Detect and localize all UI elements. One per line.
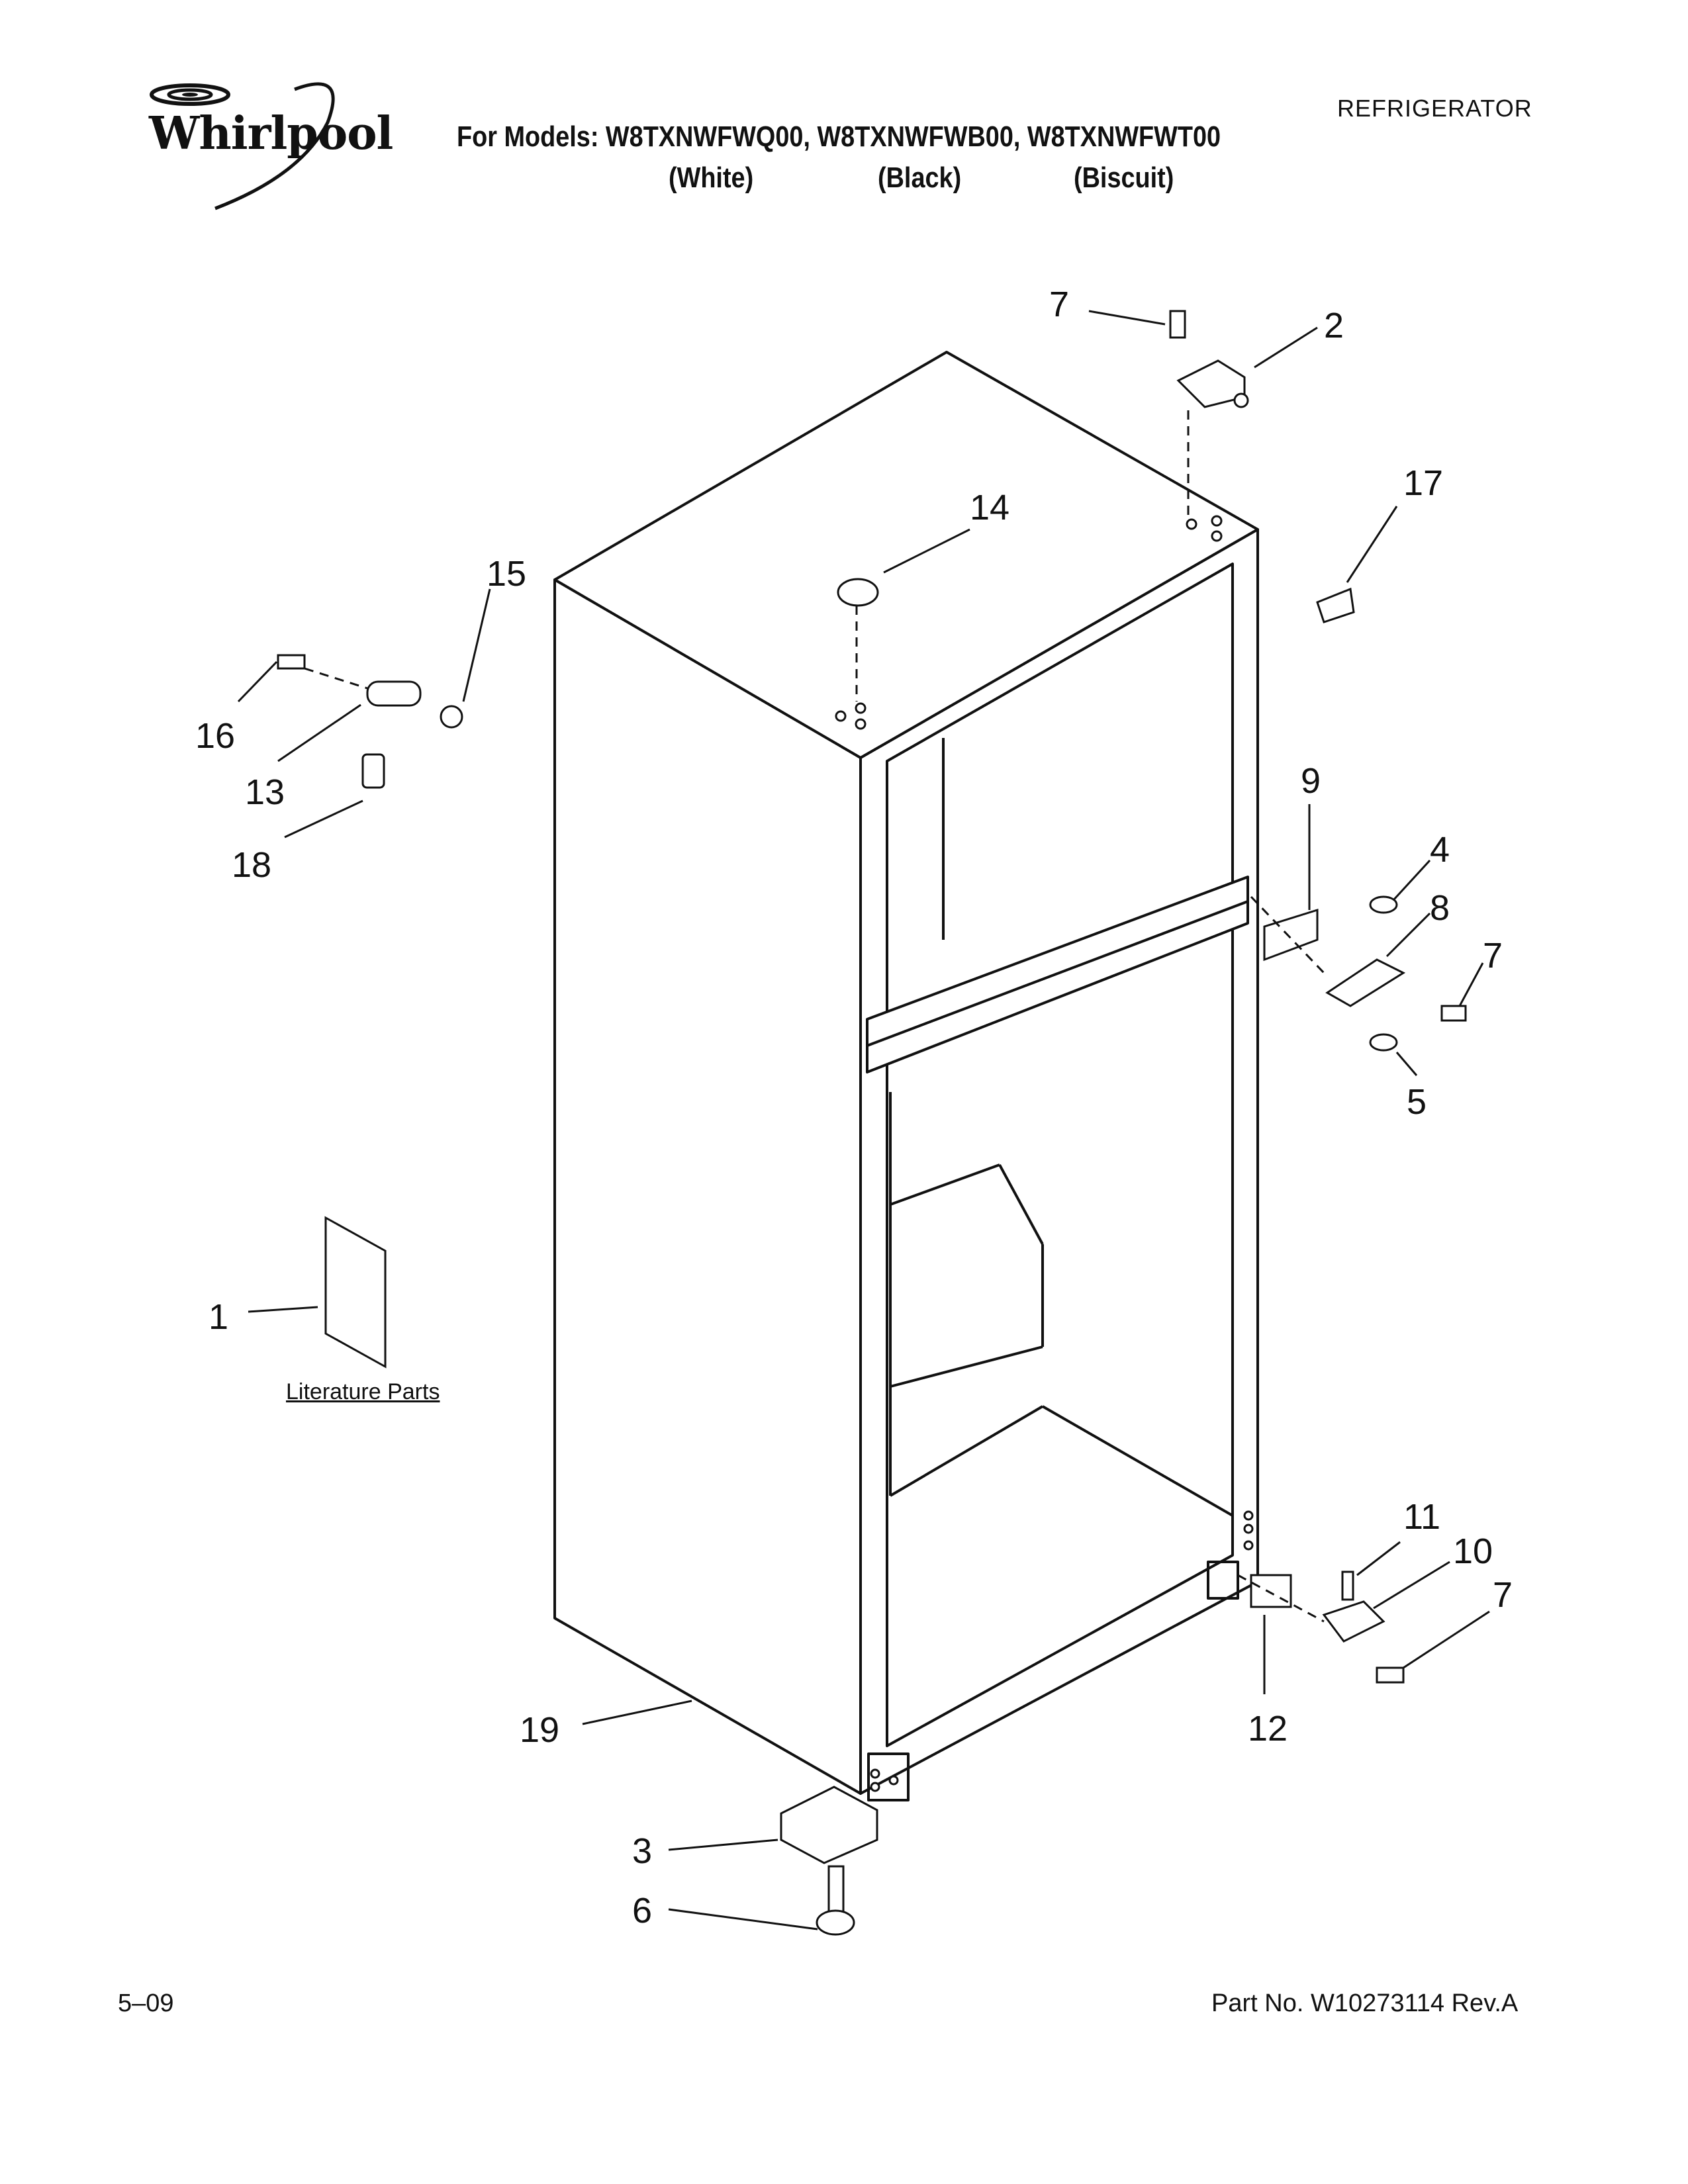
callout-15: 15 [487, 554, 526, 594]
center-hinge-8 [1325, 958, 1406, 1007]
callout-14: 14 [970, 488, 1009, 527]
hinge-pin-11 [1341, 1570, 1354, 1601]
color-white: (White) [669, 161, 754, 194]
footer-part-number: Part No. W10273114 Rev.A [1211, 1989, 1519, 2017]
callout-9: 9 [1301, 761, 1321, 801]
washer-4 [1369, 895, 1398, 914]
top-hinge-screw [1169, 310, 1186, 339]
spacer-18 [361, 753, 385, 789]
callout-2: 2 [1324, 306, 1344, 345]
hinge-cover-17 [1316, 587, 1355, 623]
brand-wordmark: Whirlpool [149, 107, 393, 160]
washer-15 [440, 705, 463, 729]
color-black: (Black) [878, 161, 962, 194]
callout-11: 11 [1403, 1497, 1440, 1537]
literature-booklet [324, 1216, 387, 1369]
callout-12: 12 [1248, 1709, 1288, 1749]
center-hinge-screw [1440, 1005, 1467, 1022]
callout-19: 19 [520, 1710, 559, 1750]
callout-7-middle: 7 [1483, 936, 1503, 976]
footer-date: 5–09 [118, 1989, 174, 2017]
top-plug-14 [837, 578, 879, 607]
shim-9 [1263, 908, 1319, 962]
callout-18: 18 [232, 845, 271, 885]
bottom-hinge-screw [1376, 1666, 1405, 1684]
category-label: REFRIGERATOR [1337, 95, 1532, 122]
callout-17: 17 [1403, 463, 1443, 503]
callout-16: 16 [195, 716, 235, 756]
callout-8: 8 [1430, 888, 1450, 928]
callout-1: 1 [209, 1297, 228, 1337]
bracket-12 [1250, 1574, 1292, 1608]
callout-13: 13 [245, 772, 285, 812]
washer-5 [1369, 1033, 1398, 1052]
color-biscuit: (Biscuit) [1074, 161, 1174, 194]
callout-3: 3 [632, 1831, 652, 1871]
callout-7-bottom: 7 [1493, 1575, 1513, 1615]
top-hinge-part [1176, 359, 1246, 408]
screw-16 [277, 654, 306, 670]
cabinet-left-side [553, 578, 862, 1795]
whirlpool-logo [150, 82, 335, 210]
callout-10: 10 [1453, 1531, 1493, 1571]
roller-assembly-3 [780, 1786, 878, 1864]
callout-5: 5 [1407, 1082, 1427, 1122]
models-line: For Models: W8TXNWFWQ00, W8TXNWFWB00, W8… [457, 120, 1221, 153]
callout-4: 4 [1430, 830, 1450, 870]
callout-7-top: 7 [1049, 285, 1069, 324]
callout-6: 6 [632, 1891, 652, 1931]
handle-post-13 [366, 680, 422, 707]
bottom-hinge-10 [1322, 1600, 1385, 1643]
literature-parts-link[interactable]: Literature Parts [286, 1379, 440, 1404]
